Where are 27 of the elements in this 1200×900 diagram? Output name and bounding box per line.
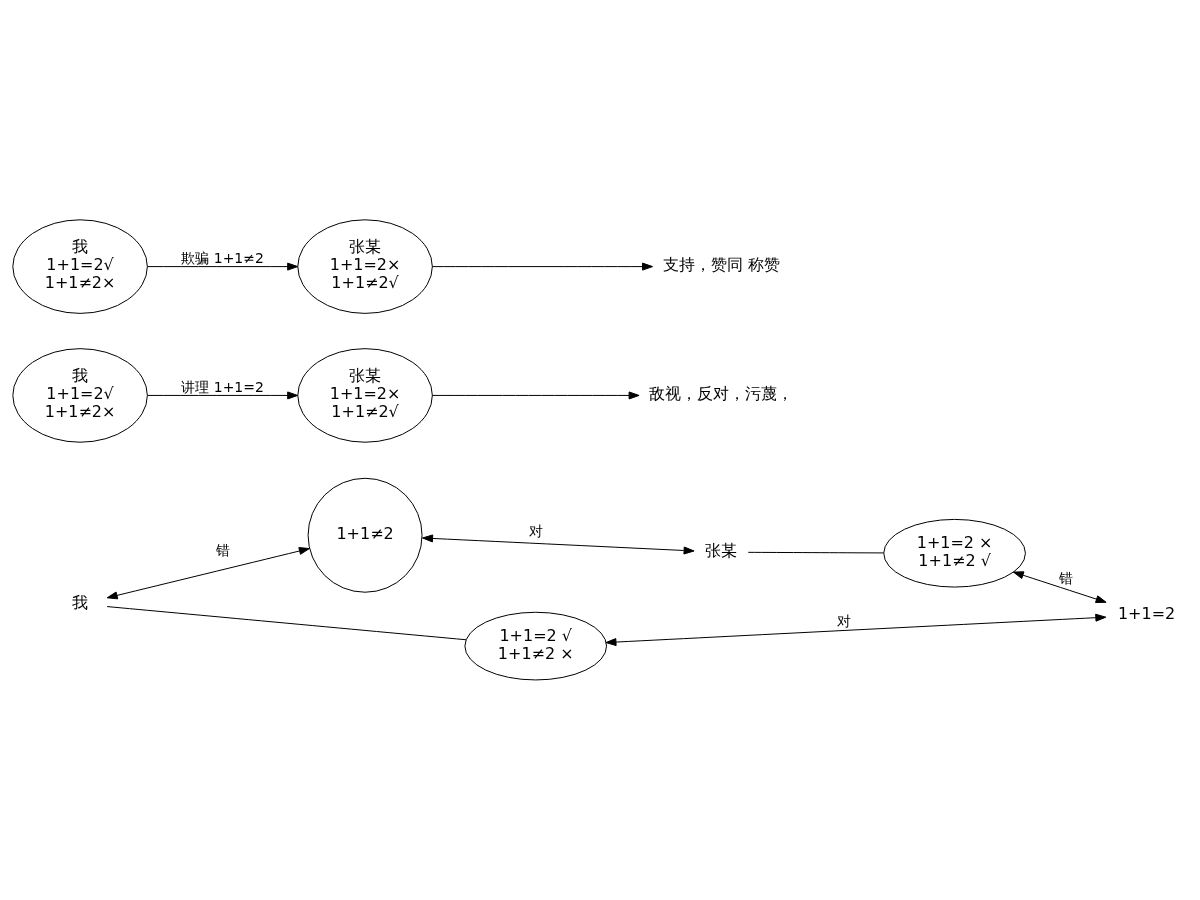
edge-label: 讲理 1+1=2 xyxy=(181,378,264,395)
arrow xyxy=(146,391,299,400)
node-circle: 1+1≠2 xyxy=(307,477,423,593)
node-ellipse: 张某 1+1=2× 1+1≠2√ xyxy=(297,219,433,314)
node-ellipse: 我 1+1=2√ 1+1≠2× xyxy=(12,348,148,443)
edge-label: 错 xyxy=(1058,570,1073,587)
arrow xyxy=(106,547,310,600)
node-ellipse: 张某 1+1=2× 1+1≠2√ xyxy=(297,348,433,443)
edge-label: 欺骗 1+1≠2 xyxy=(181,249,264,266)
arrow xyxy=(146,262,299,271)
connector xyxy=(747,551,885,554)
node-text: 我 xyxy=(72,592,89,612)
arrow xyxy=(605,613,1107,647)
node-text: 敌视，反对，污蔑， xyxy=(649,384,794,404)
arrow xyxy=(431,391,640,400)
connector xyxy=(106,606,467,641)
arrow xyxy=(431,262,653,271)
edge-label: 错 xyxy=(215,542,230,559)
node-text: 1+1=2 xyxy=(1117,603,1176,623)
node-text: 张某 xyxy=(705,541,738,561)
node-ellipse: 我 1+1=2√ 1+1≠2× xyxy=(12,219,148,314)
node-text: 支持，赞同 称赞 xyxy=(662,255,780,275)
edge-label: 对 xyxy=(836,613,851,630)
arrow xyxy=(422,534,695,555)
arrow xyxy=(1012,571,1107,603)
edge-label: 对 xyxy=(528,523,543,540)
node-ellipse: 1+1=2 √ 1+1≠2 × xyxy=(464,611,608,681)
